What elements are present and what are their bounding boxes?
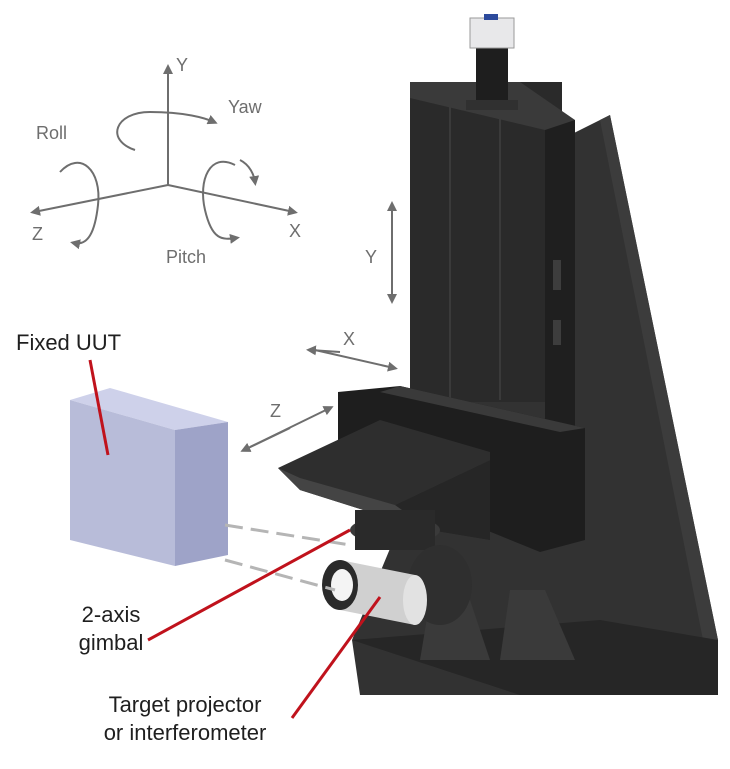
positioner-machine: [278, 14, 718, 695]
stage-z-label: Z: [270, 401, 281, 421]
stepper-motor-icon: [466, 14, 518, 110]
stage-motion-arrows: [240, 201, 398, 452]
axes-triad: [30, 64, 298, 250]
projector-callout-line: [290, 596, 382, 719]
triad-yaw-label: Yaw: [228, 97, 262, 117]
roll-rotation-icon: [59, 161, 100, 250]
gimbal-callout-line: [147, 528, 351, 642]
triad-z-label: Z: [32, 224, 43, 244]
projector-label: Target projector or interferometer: [80, 694, 290, 744]
z-axis-line: [30, 184, 169, 216]
stage-x-label: X: [343, 329, 356, 349]
triad-pitch-label: Pitch: [166, 247, 207, 267]
vertical-column: [410, 82, 562, 402]
uut-callout-line: [88, 359, 110, 456]
triad-roll-label: Roll: [36, 123, 68, 143]
gimbal-label: 2-axis gimbal: [56, 604, 166, 654]
uut-block-icon: [70, 388, 228, 566]
triad-y-label: Y: [176, 55, 189, 75]
stage-y-label: Y: [365, 247, 378, 267]
triad-x-label: X: [289, 221, 302, 241]
gimbal-label-line1: 2-axis: [81, 602, 141, 627]
callout-lines: [88, 359, 382, 719]
projector-label-line2: or interferometer: [103, 720, 267, 745]
pitch-rotation-icon: [202, 160, 240, 244]
fixed-uut-label: Fixed UUT: [16, 330, 122, 355]
projector-label-line1: Target projector: [108, 692, 262, 717]
yaw-rotation-icon: [116, 110, 218, 151]
gimbal-label-line2: gimbal: [78, 630, 144, 655]
target-projector: [322, 560, 427, 625]
x-axis-line: [167, 184, 298, 216]
